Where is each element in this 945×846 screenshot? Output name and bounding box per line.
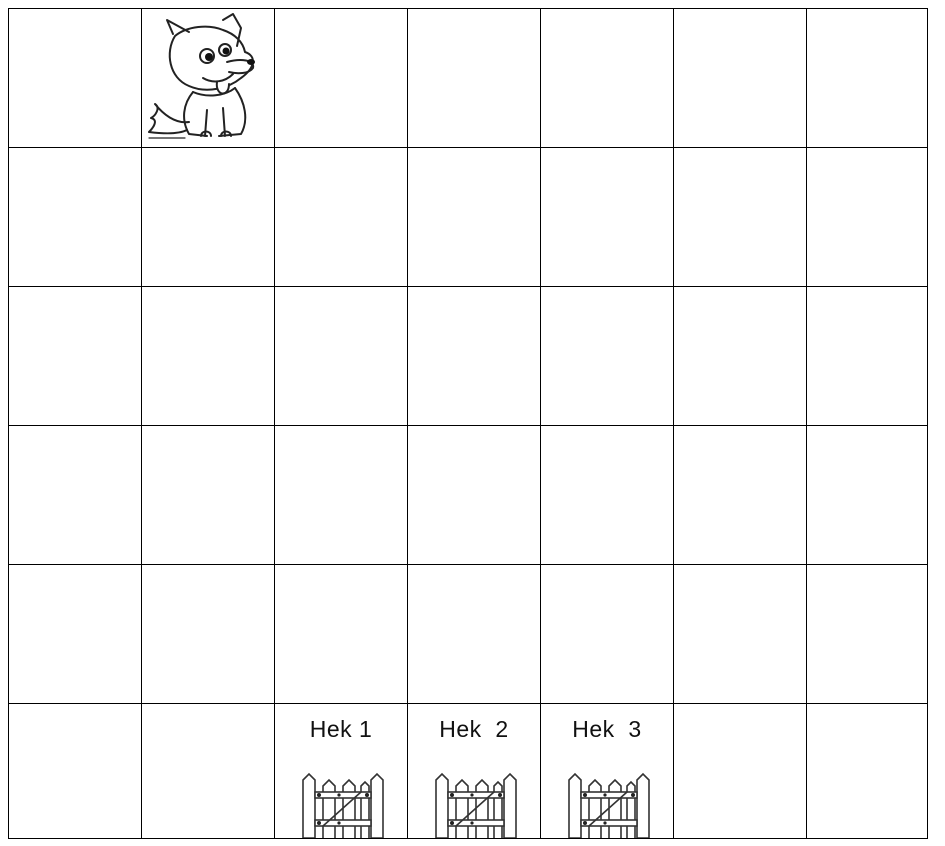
grid-cell[interactable] xyxy=(408,9,541,148)
grid-cell[interactable] xyxy=(142,148,275,287)
grid-cell[interactable] xyxy=(142,565,275,704)
game-grid: Hek 1 Hek 2 xyxy=(8,8,928,839)
gate-cell-3[interactable]: Hek 3 xyxy=(541,704,674,839)
grid-cell[interactable] xyxy=(807,9,928,148)
grid-cell[interactable] xyxy=(541,9,674,148)
grid-cell[interactable] xyxy=(674,287,807,426)
grid-cell[interactable] xyxy=(807,565,928,704)
grid-row-1 xyxy=(9,9,928,148)
gate-cell-2[interactable]: Hek 2 xyxy=(408,704,541,839)
grid-row-6: Hek 1 Hek 2 xyxy=(9,704,928,839)
grid-cell[interactable] xyxy=(408,148,541,287)
grid-cell[interactable] xyxy=(142,426,275,565)
grid-cell[interactable] xyxy=(9,287,142,426)
gate-icon[interactable] xyxy=(434,772,518,838)
gate-cell-1[interactable]: Hek 1 xyxy=(275,704,408,839)
grid-cell[interactable] xyxy=(275,426,408,565)
grid-cell[interactable] xyxy=(408,426,541,565)
grid-cell[interactable] xyxy=(9,565,142,704)
grid-cell[interactable] xyxy=(807,704,928,839)
grid-cell[interactable] xyxy=(541,287,674,426)
grid-cell[interactable] xyxy=(807,148,928,287)
gate-3-label: Hek 3 xyxy=(541,716,673,743)
grid-cell[interactable] xyxy=(9,9,142,148)
grid-cell-dog[interactable] xyxy=(142,9,275,148)
grid-cell[interactable] xyxy=(674,9,807,148)
grid-cell[interactable] xyxy=(9,148,142,287)
grid-row-5 xyxy=(9,565,928,704)
grid-cell[interactable] xyxy=(541,426,674,565)
grid-row-3 xyxy=(9,287,928,426)
grid-cell[interactable] xyxy=(541,148,674,287)
grid-row-2 xyxy=(9,148,928,287)
grid-cell[interactable] xyxy=(674,426,807,565)
gate-1-label: Hek 1 xyxy=(275,716,407,743)
grid-cell[interactable] xyxy=(541,565,674,704)
grid-cell[interactable] xyxy=(674,704,807,839)
grid-cell[interactable] xyxy=(408,287,541,426)
gate-2-label: Hek 2 xyxy=(408,716,540,743)
grid-cell[interactable] xyxy=(142,287,275,426)
grid-cell[interactable] xyxy=(674,148,807,287)
grid-cell[interactable] xyxy=(142,704,275,839)
dog-icon[interactable] xyxy=(145,12,270,142)
grid-cell[interactable] xyxy=(807,287,928,426)
grid-cell[interactable] xyxy=(674,565,807,704)
grid-cell[interactable] xyxy=(807,426,928,565)
grid-cell[interactable] xyxy=(275,9,408,148)
gate-icon[interactable] xyxy=(567,772,651,838)
grid-cell[interactable] xyxy=(275,148,408,287)
gate-icon[interactable] xyxy=(301,772,385,838)
grid-cell[interactable] xyxy=(275,287,408,426)
grid-cell[interactable] xyxy=(408,565,541,704)
grid-cell[interactable] xyxy=(275,565,408,704)
grid-cell[interactable] xyxy=(9,704,142,839)
grid-row-4 xyxy=(9,426,928,565)
grid-cell[interactable] xyxy=(9,426,142,565)
